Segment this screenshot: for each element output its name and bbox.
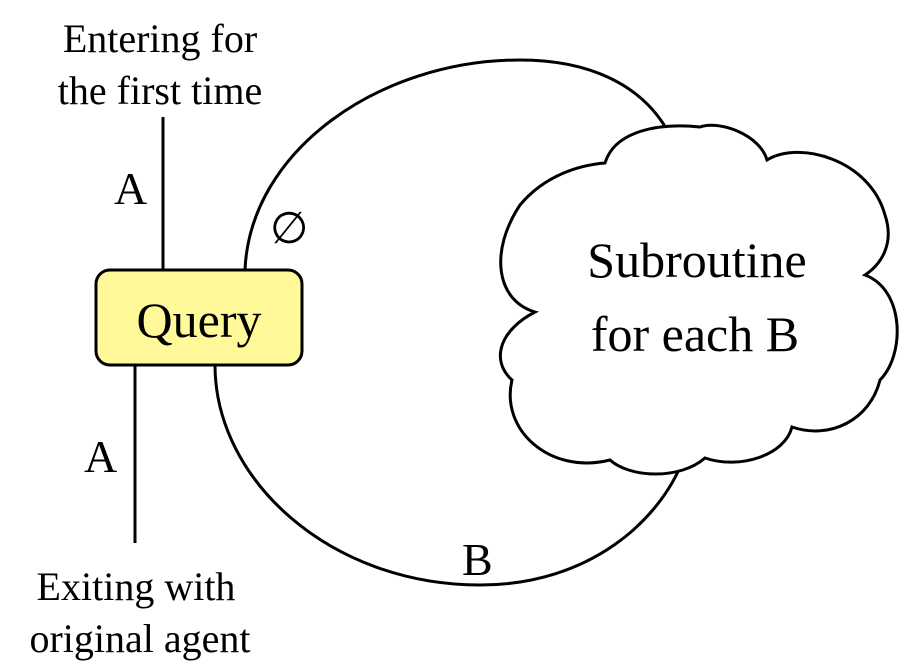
b-wire	[213, 364, 685, 587]
entry-label-line1: Entering for	[63, 16, 257, 61]
entry-label-line2: the first time	[58, 68, 262, 113]
query-label: Query	[137, 292, 262, 348]
b-wire-label: B	[462, 534, 493, 585]
exit-label-line2: original agent	[29, 616, 250, 661]
empty-set-label: ∅	[270, 204, 308, 253]
subroutine-cloud	[498, 123, 899, 476]
output-wire-label: A	[84, 431, 117, 482]
query-box	[94, 268, 304, 367]
cloud-label-line1: Subroutine	[587, 232, 806, 288]
empty-set-wire	[243, 58, 668, 271]
cloud-label-line2: for each B	[591, 306, 799, 362]
exit-label-line1: Exiting with	[37, 564, 236, 609]
input-wire-label: A	[114, 163, 147, 214]
